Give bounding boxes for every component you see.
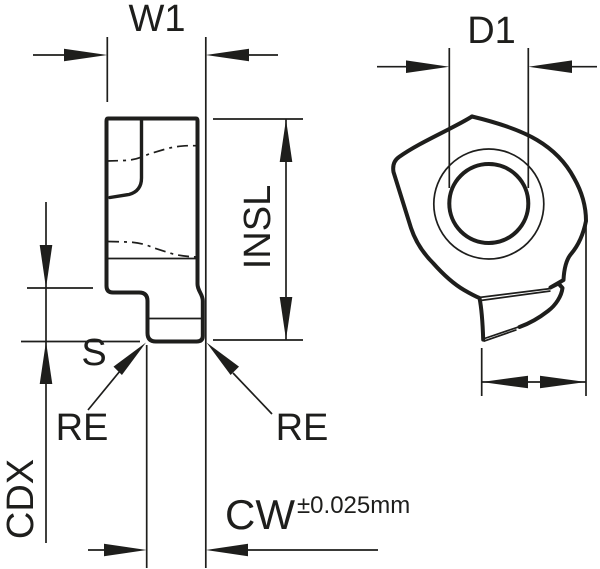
clamp-pocket-line	[108, 117, 144, 200]
s-arrow-down	[39, 245, 53, 288]
cw-arrow-right	[205, 543, 248, 557]
screw-hole-circle	[447, 162, 531, 245]
d1-arrow-left	[406, 60, 450, 73]
re-right-label: RE	[276, 407, 329, 449]
d1-dimension: D1	[377, 10, 597, 188]
re-right-arrow	[206, 342, 239, 375]
front-view-outline-left	[391, 114, 486, 342]
front-width-dimension	[480, 222, 587, 396]
w1-arrow-left	[64, 48, 108, 62]
w1-arrow-right	[205, 48, 249, 62]
countersink-circle	[432, 148, 545, 260]
cw-tolerance-label: ±0.025mm	[297, 492, 410, 519]
hidden-serration-bottom	[107, 240, 198, 258]
re-right-leader: RE	[206, 342, 329, 449]
insl-arrow-bottom	[279, 297, 293, 340]
cw-arrow-left	[104, 543, 147, 557]
w1-dimension: W1	[33, 0, 278, 568]
w1-label: W1	[129, 0, 186, 40]
tip-face-top-line	[482, 325, 520, 340]
insl-label: INSL	[237, 185, 279, 269]
d1-label: D1	[467, 10, 516, 52]
cdx-dimension: CDX	[0, 459, 42, 539]
insl-arrow-top	[279, 119, 293, 162]
d1-arrow-right	[528, 60, 572, 73]
s-label: S	[81, 332, 106, 374]
re-right-leader-line	[232, 372, 273, 415]
hidden-serration-top	[106, 144, 196, 162]
insl-dimension: INSL	[213, 118, 303, 341]
re-left-arrow	[113, 342, 146, 375]
re-left-leader-line	[87, 370, 121, 411]
re-left-leader: RE	[56, 342, 146, 449]
front-view-outline-right	[470, 114, 588, 329]
re-left-label: RE	[56, 407, 109, 449]
tip-face-bottom-line	[483, 328, 517, 343]
side-view-outline	[104, 116, 205, 344]
side-view	[104, 116, 205, 344]
front-width-arrow-left	[481, 375, 528, 389]
s-arrow-up	[39, 341, 53, 384]
cw-dimension: CW ±0.025mm	[88, 345, 410, 568]
cutting-edge-bottom-line	[480, 290, 551, 302]
front-view	[391, 114, 588, 343]
front-width-arrow-right	[540, 375, 586, 389]
cutting-edge-top-line	[478, 287, 552, 299]
s-dimension: S	[21, 202, 140, 543]
cdx-label: CDX	[0, 459, 42, 539]
cw-label: CW	[225, 491, 295, 538]
